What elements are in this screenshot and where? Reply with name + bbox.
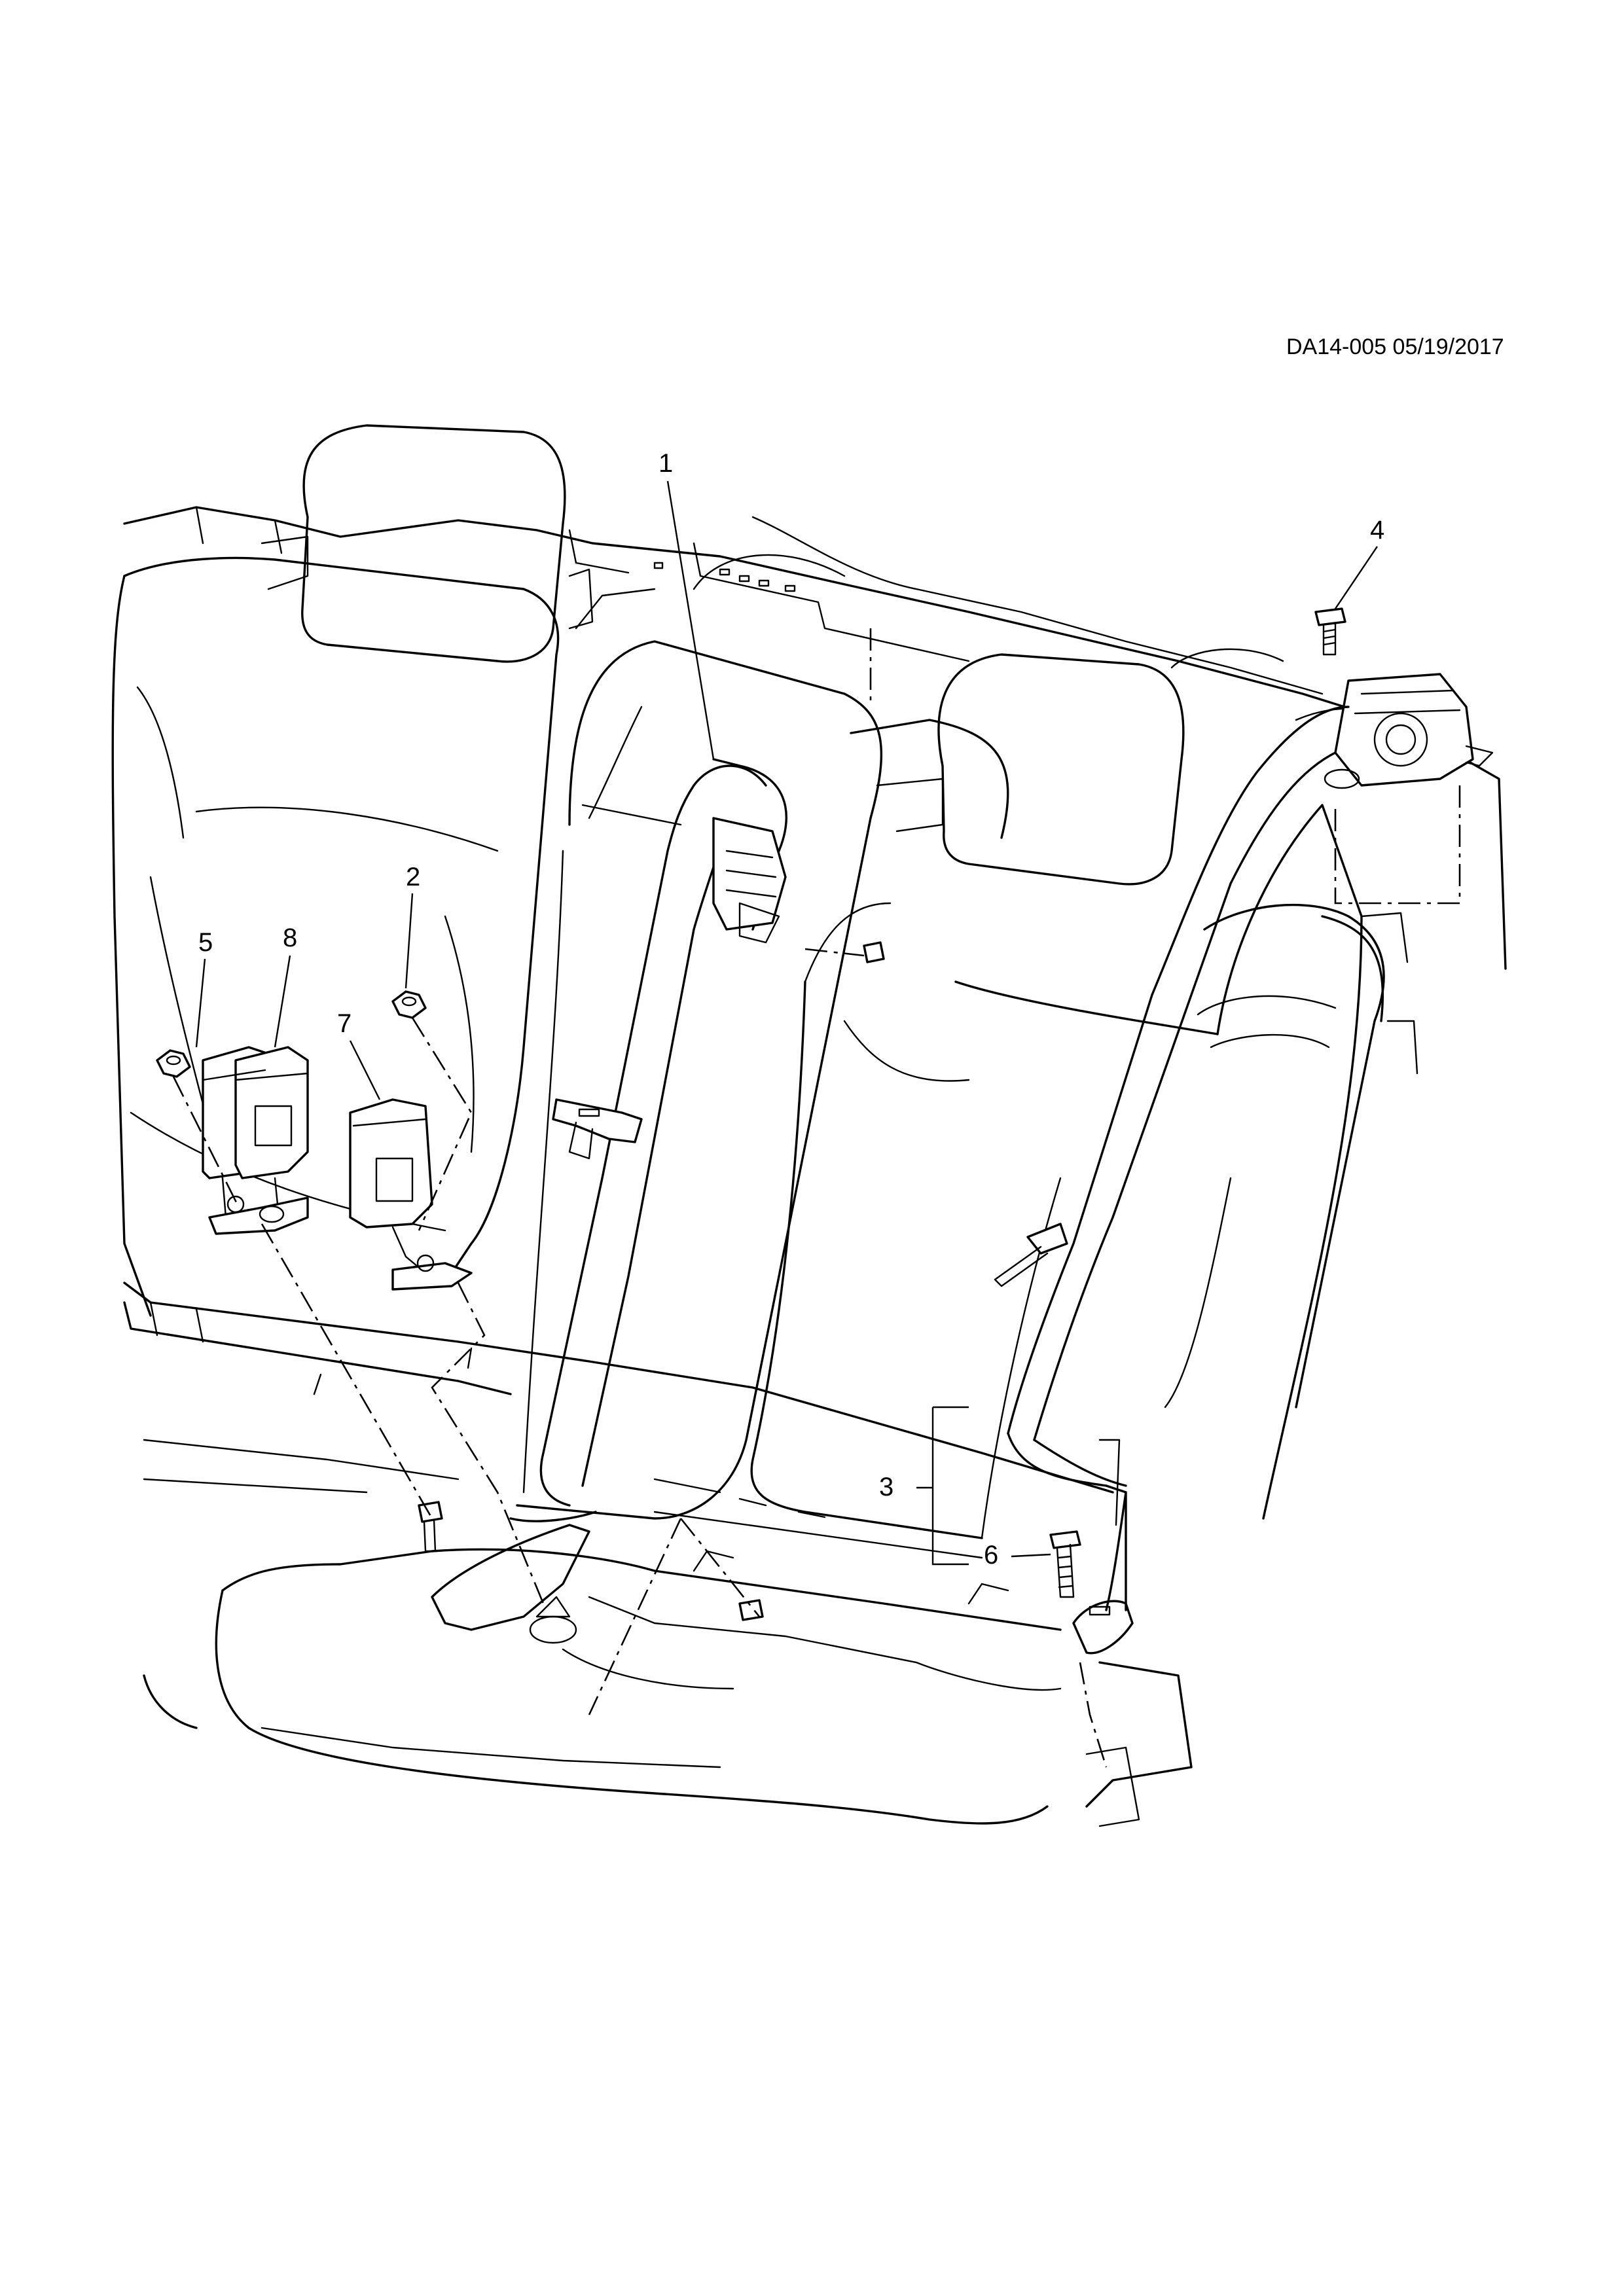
right-seat-back (750, 719, 1219, 1539)
fastener-bolt-item-4 (1314, 607, 1346, 656)
installation-path-lines (172, 628, 1461, 1768)
callout-3: 3 (879, 1473, 894, 1501)
callout-5: 5 (198, 928, 213, 957)
fastener-nut-item-5 (156, 1049, 191, 1078)
left-seat-back (111, 556, 560, 1317)
right-side-trim (1164, 804, 1418, 1520)
fastener-bolt-item-6 (1049, 1530, 1081, 1598)
left-headrest (261, 424, 594, 663)
center-belt-retractor-assembly (431, 758, 787, 1644)
callout-leaders (195, 480, 1378, 1566)
callout-6: 6 (984, 1541, 999, 1570)
callout-7: 7 (337, 1009, 352, 1038)
center-seat-back (516, 640, 883, 1520)
right-headrest (876, 653, 1185, 886)
buckle-item-8-twin (202, 1046, 309, 1235)
drawing-reference: DA14-005 05/19/2017 (1286, 334, 1504, 359)
callout-1: 1 (659, 449, 674, 478)
fastener-nut-item-2 (391, 990, 427, 1019)
callout-4: 4 (1370, 516, 1385, 545)
rear-body-panel (123, 506, 1507, 970)
seat-cushion-and-floor (123, 1282, 1193, 1827)
callout-8: 8 (283, 924, 298, 952)
fastener-bolt-retractor (863, 941, 885, 963)
callout-2: 2 (406, 863, 421, 891)
buckle-item-7 (349, 1098, 473, 1291)
outboard-belt-retractor-assembly (994, 673, 1494, 1655)
